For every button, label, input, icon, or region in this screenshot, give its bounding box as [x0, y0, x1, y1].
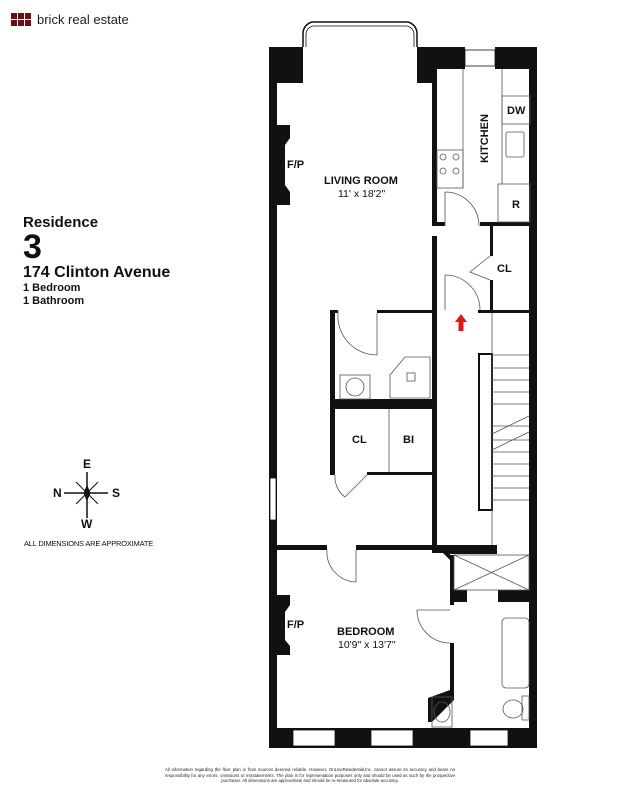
brand-logo: brick real estate	[11, 12, 129, 27]
dimensions-note: ALL DIMENSIONS ARE APPROXIMATE	[24, 539, 154, 548]
bedroom-label: BEDROOM	[337, 626, 394, 638]
compass-north: N	[53, 486, 62, 500]
entry-arrow-icon	[455, 314, 467, 331]
bedroom-fireplace-label: F/P	[287, 619, 304, 631]
windows	[269, 21, 509, 747]
residence-label: Residence	[23, 214, 99, 231]
brick-logo-icon	[11, 13, 31, 26]
residence-info: Residence 3 174 Clinton Avenue 1 Bedroom…	[23, 214, 170, 308]
bedroom-dimensions: 10'9" x 13'7"	[338, 639, 396, 651]
living-fireplace-label: F/P	[287, 159, 304, 171]
compass-west: W	[81, 517, 93, 531]
closet-label: CL	[352, 434, 367, 446]
built-in-label: BI	[403, 434, 414, 446]
compass-east: E	[83, 457, 91, 471]
hall-closet-label: CL	[497, 263, 512, 275]
brand-name: brick real estate	[37, 12, 129, 27]
disclaimer: All information regarding the floor plan…	[165, 767, 455, 784]
dishwasher-label: DW	[507, 105, 526, 117]
residence-address: 174 Clinton Avenue	[23, 264, 171, 281]
kitchen-label: KITCHEN	[479, 114, 491, 163]
living-room-label: LIVING ROOM	[324, 175, 398, 187]
walls	[269, 47, 537, 748]
bedroom-count: 1 Bedroom	[23, 282, 81, 294]
living-room-dimensions: 11' x 18'2"	[338, 188, 386, 200]
bathroom-count: 1 Bathroom	[23, 295, 85, 307]
refrigerator-label: R	[512, 199, 520, 211]
fixtures	[326, 69, 531, 728]
compass-rose-icon	[64, 472, 108, 518]
compass-south: S	[112, 486, 120, 500]
residence-number: 3	[23, 228, 42, 266]
